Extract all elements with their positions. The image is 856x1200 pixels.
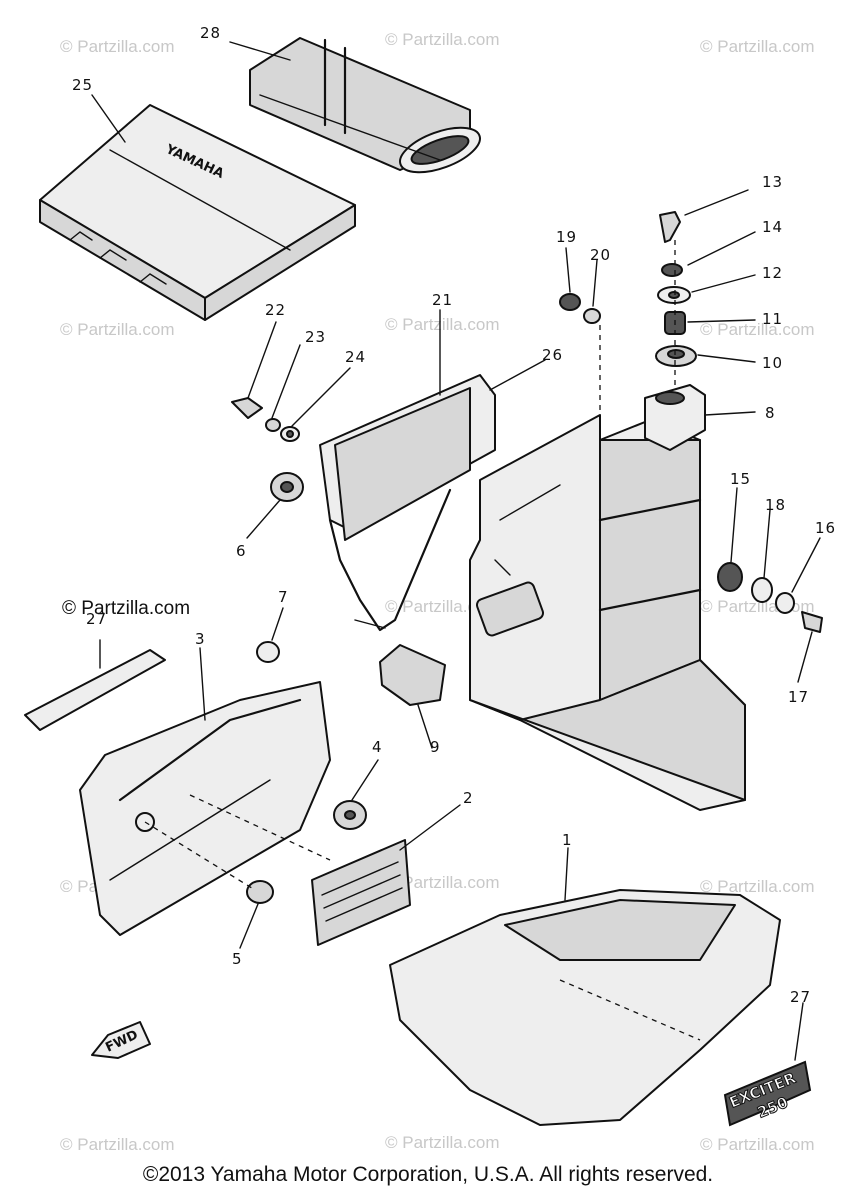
callout-2: 2	[463, 789, 474, 807]
watermark: © Partzilla.com	[60, 1135, 175, 1154]
hardware-15-18	[717, 562, 823, 633]
callout-4: 4	[372, 738, 383, 756]
callout-11: 11	[762, 310, 783, 328]
callout-20: 20	[590, 246, 611, 264]
leader-lines	[91, 41, 821, 1061]
watermark: © Partzilla.com	[385, 315, 500, 334]
callout-10: 10	[762, 354, 783, 372]
part-21-bracket	[319, 374, 496, 632]
callout-3: 3	[195, 630, 206, 648]
callout-9: 9	[430, 738, 441, 756]
part-27-emblem: EXCITER 250	[723, 1060, 812, 1127]
callout-1: 1	[562, 831, 573, 849]
callout-24: 24	[345, 348, 366, 366]
part-3-side-cover	[79, 681, 331, 936]
callout-28: 28	[200, 24, 221, 42]
copyright-notice: ©2013 Yamaha Motor Corporation, U.S.A. A…	[142, 1163, 714, 1186]
callout-22: 22	[265, 301, 286, 319]
callout-27b: 27	[790, 988, 811, 1006]
watermark: © Partzilla.com	[700, 320, 815, 339]
watermark: © Partzilla.com	[700, 37, 815, 56]
watermark: © Partzilla.com	[385, 1133, 500, 1152]
part-25-cover: YAMAHA	[39, 104, 356, 321]
watermark: © Partzilla.com	[700, 877, 815, 896]
callout-18: 18	[765, 496, 786, 514]
hardware-6-7-9	[256, 472, 446, 706]
part-28-band	[249, 37, 481, 174]
callout-6: 6	[236, 542, 247, 560]
watermark: © Partzilla.com	[700, 1135, 815, 1154]
callout-12: 12	[762, 264, 783, 282]
fwd-arrow: FWD	[91, 1021, 151, 1059]
callouts: 28 25 13 14 12 11 10 8 19 20 21 26 22 23…	[72, 24, 836, 1006]
part-1-side-cover	[389, 889, 781, 1126]
callout-27a: 27	[86, 610, 107, 628]
part-8-box	[469, 384, 746, 811]
watermark: © Partzilla.com	[385, 30, 500, 49]
hardware-19-20	[559, 293, 601, 430]
watermark: © Partzilla.com	[60, 37, 175, 56]
callout-7: 7	[278, 588, 289, 606]
callout-14: 14	[762, 218, 783, 236]
watermark: © Partzilla.com	[385, 873, 500, 892]
callout-16: 16	[815, 519, 836, 537]
callout-19: 19	[556, 228, 577, 246]
callout-21: 21	[432, 291, 453, 309]
callout-26: 26	[542, 346, 563, 364]
callout-17: 17	[788, 688, 809, 706]
part-27-strip	[24, 649, 166, 731]
callout-15: 15	[730, 470, 751, 488]
callout-8: 8	[765, 404, 776, 422]
callout-25: 25	[72, 76, 93, 94]
callout-13: 13	[762, 173, 783, 191]
watermark: © Partzilla.com	[60, 320, 175, 339]
callout-23: 23	[305, 328, 326, 346]
hardware-stack	[655, 211, 697, 390]
hardware-4-5-2	[144, 794, 411, 946]
hardware-22-24	[231, 397, 300, 442]
callout-5: 5	[232, 950, 243, 968]
watermark-strong: © Partzilla.com	[62, 598, 190, 619]
